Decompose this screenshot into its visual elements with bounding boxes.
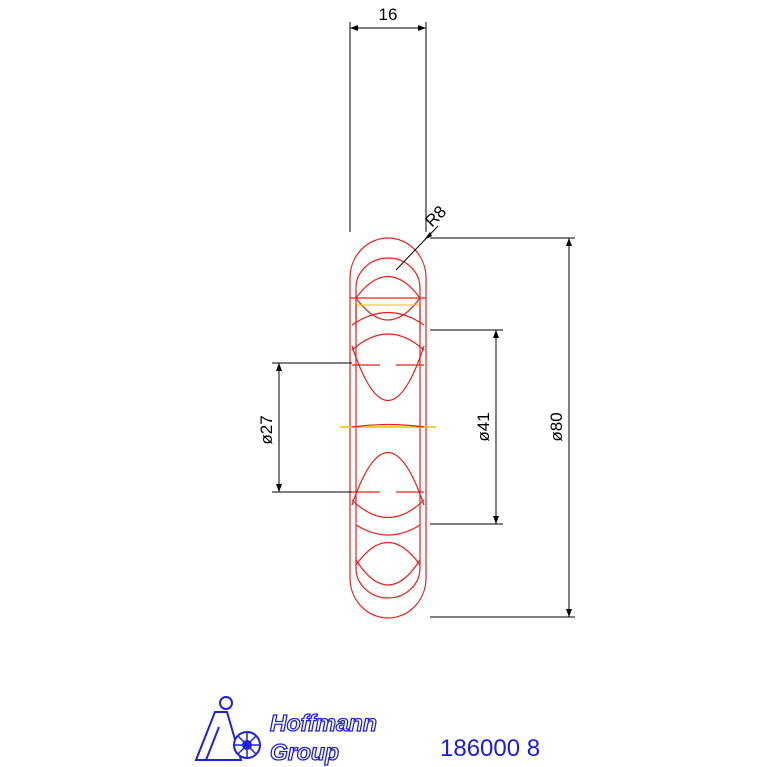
middle-diameter-label: ø41 <box>474 412 493 441</box>
brand-name-line1: Hoffmann <box>270 710 377 736</box>
inner-diameter-dimension: ø27 <box>257 362 352 493</box>
inner-diameter-label: ø27 <box>257 415 276 444</box>
width-dimension: 16 <box>349 5 427 232</box>
middle-diameter-dimension: ø41 <box>430 329 503 525</box>
outer-diameter-dimension: ø80 <box>430 237 575 618</box>
outer-diameter-label: ø80 <box>547 412 566 441</box>
part-number: 186000 8 <box>440 735 540 762</box>
brand-name-line2: Group <box>270 739 339 765</box>
part-outline <box>340 237 436 619</box>
hoffmann-logo-icon <box>194 696 261 761</box>
width-label: 16 <box>379 5 398 24</box>
radius-dimension: R8 <box>395 202 450 271</box>
